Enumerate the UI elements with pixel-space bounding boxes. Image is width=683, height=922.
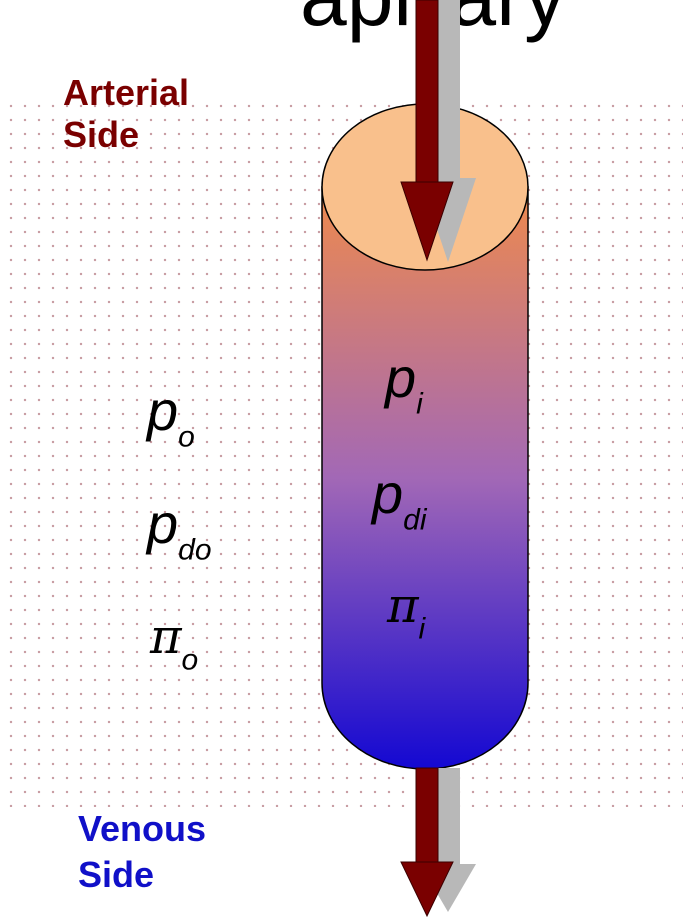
outside-hydrostatic-pressure: po <box>147 379 195 454</box>
arterial-label-line2: Side <box>63 114 140 155</box>
arterial-side-label: Arterial Side <box>63 72 189 156</box>
arterial-flow-arrow-shadow <box>420 0 476 262</box>
venous-flow-arrow <box>400 767 454 918</box>
inside-hydrostatic-pressure: pi <box>385 346 423 421</box>
venous-label-line2: Side <box>78 854 155 895</box>
inside-oncotic-pressure: πi <box>387 578 426 646</box>
outside-oncotic-pressure: πo <box>150 609 199 677</box>
outside-delta-pressure: pdo <box>147 492 212 567</box>
inside-delta-pressure: pdi <box>372 462 427 537</box>
arterial-flow-arrow <box>400 0 454 262</box>
venous-side-label: Venous Side <box>78 806 206 898</box>
arterial-label-line1: Arterial <box>63 72 190 113</box>
venous-label-line1: Venous <box>78 808 207 849</box>
